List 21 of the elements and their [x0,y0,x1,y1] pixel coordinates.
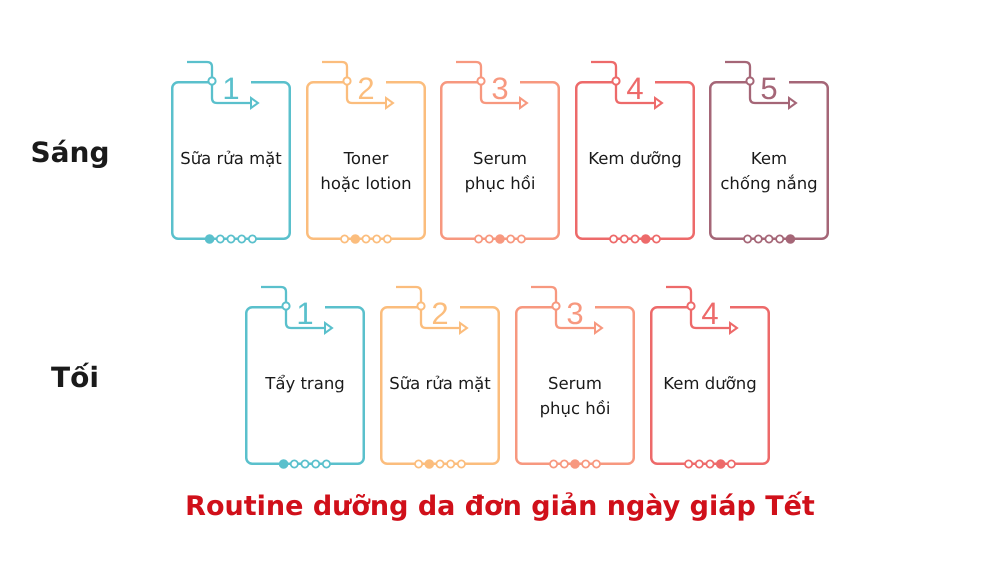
step-label: Serum phục hồi [464,148,536,195]
step-label: Tẩy trang [265,373,345,395]
step-number: 2 [431,298,449,329]
step-label: Kem dưỡng [588,148,682,170]
row-heading: Sáng [30,136,110,170]
step-label: Toner hoặc lotion [320,148,412,195]
step-label: Sữa rửa mặt [389,373,491,395]
step-number: 2 [357,73,375,104]
step-label: Serum phục hồi [540,373,610,420]
step-number: 1 [222,73,240,104]
step-label: Sữa rửa mặt [180,148,282,170]
step-label: Kem dưỡng [663,373,757,395]
step-number: 3 [566,298,584,329]
title: Routine dưỡng da đơn giản ngày giáp Tết [185,490,815,524]
step-number: 4 [626,73,644,104]
step-number: 4 [701,298,719,329]
step-number: 5 [760,73,778,104]
step-label: Kem chống nắng [720,148,818,195]
row-heading: Tối [51,361,99,395]
step-number: 3 [491,73,509,104]
step-number: 1 [296,298,314,329]
